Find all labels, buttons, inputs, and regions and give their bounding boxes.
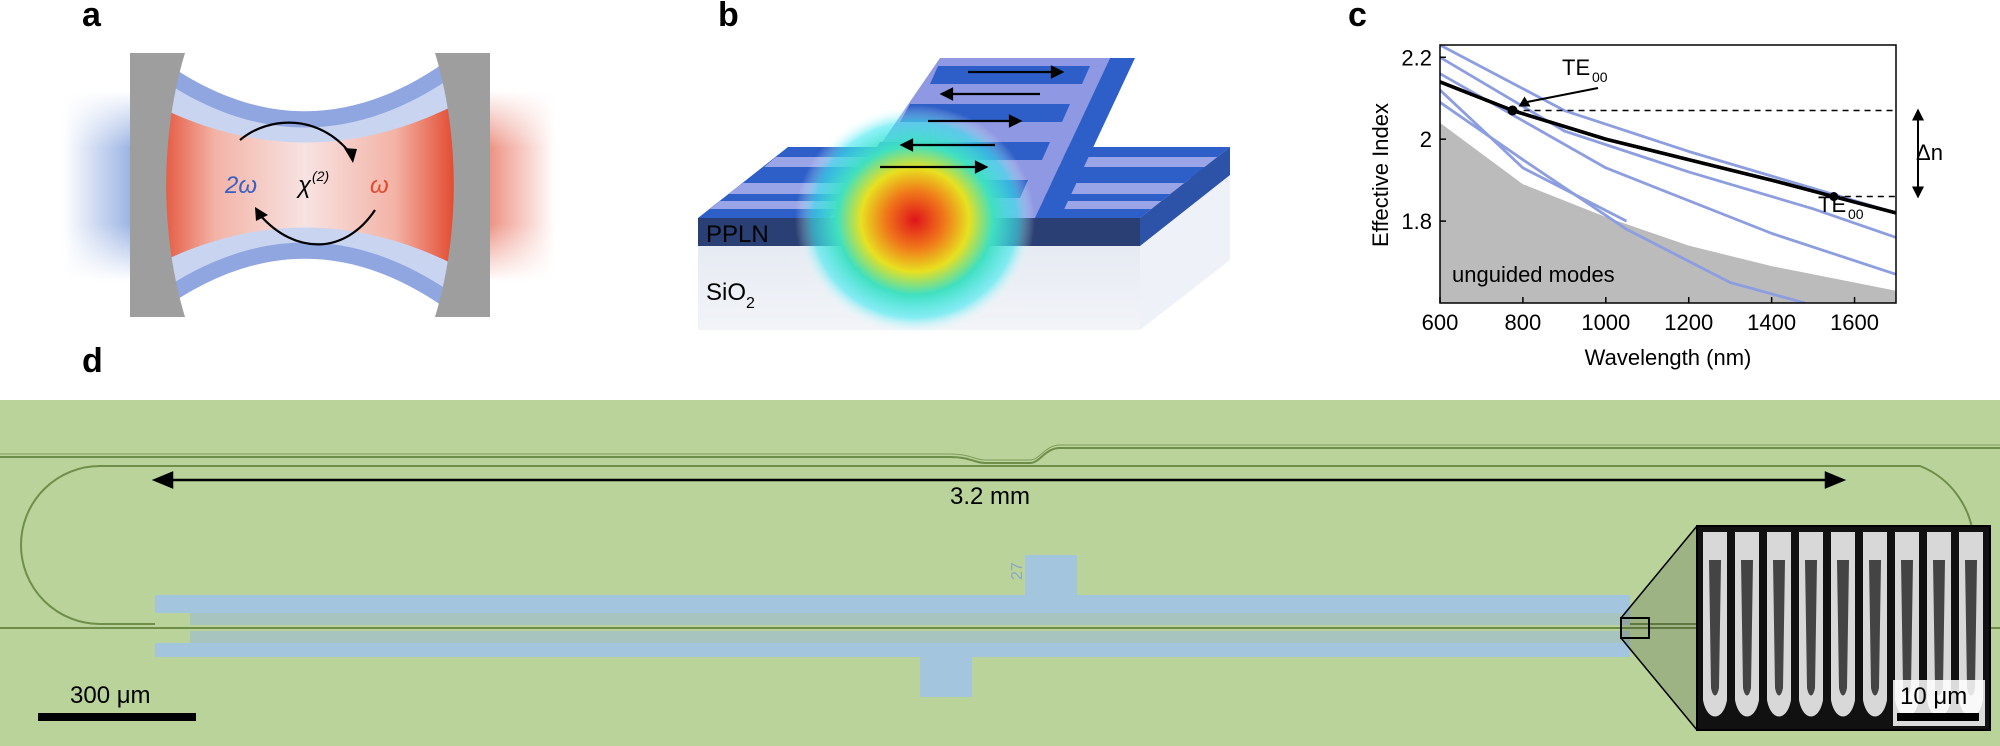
inset-finger-core [1837, 560, 1849, 696]
series-higher-order-mode-1 [1440, 45, 1896, 215]
arrow-te00-upper-head [1518, 96, 1531, 107]
delta-n-arrow-bottom [1912, 186, 1924, 199]
series-higher-order-mode-4 [1440, 89, 1628, 223]
panel-c-chart: 600 800 1000 1200 1400 1600 2.2 2 1.8 Effective … [1368, 44, 1943, 370]
x-tick-label: 1000 [1581, 310, 1630, 335]
unguided-region [1440, 122, 1896, 303]
series-higher-order-mode-5 [1440, 101, 1806, 303]
chip-mark-27: 27 [1009, 562, 1026, 580]
annotation-te00-upper: TE [1562, 55, 1590, 80]
y-tick-label: 1.8 [1401, 209, 1432, 234]
x-tick-label: 800 [1505, 310, 1542, 335]
inset-finger-core [1805, 560, 1817, 696]
y-tick-label: 2.2 [1401, 45, 1432, 70]
label-chi2: χ [296, 172, 312, 199]
annotation-te00-lower-subscript: 00 [1848, 206, 1864, 222]
x-tick-label: 1600 [1830, 310, 1879, 335]
label-sio2-subscript: 2 [746, 295, 755, 312]
label-chi2-superscript: (2) [312, 168, 329, 184]
inset-finger-core [1965, 560, 1977, 696]
series-higher-order-mode-3 [1440, 72, 1896, 276]
inset-finger-core [1901, 560, 1913, 696]
length-label: 3.2 mm [950, 483, 1030, 510]
label-2omega: 2ω [224, 172, 257, 199]
inset-finger-core [1933, 560, 1945, 696]
scalebar-main [38, 713, 196, 721]
x-tick-label: 600 [1422, 310, 1459, 335]
annotation-te00-lower: TE [1818, 192, 1846, 217]
label-sio2: SiO [706, 279, 746, 306]
panel-label-d: d [82, 342, 103, 380]
y-axis-label: Effective Index [1368, 103, 1393, 247]
inset-finger-core [1773, 560, 1785, 696]
inset-finger-core [1869, 560, 1881, 696]
annotation-te00-upper-subscript: 00 [1592, 69, 1608, 85]
x-tick-label: 1200 [1664, 310, 1713, 335]
arrow-te00-upper [1524, 87, 1599, 104]
y-tick-label: 2 [1420, 127, 1432, 152]
panel-label-b: b [718, 0, 739, 34]
inset-finger-core [1741, 560, 1753, 696]
label-ppln: PPLN [706, 221, 769, 248]
scalebar-main-label: 300 μm [70, 682, 151, 709]
label-omega: ω [370, 172, 389, 199]
point-te00-upper [1507, 105, 1518, 116]
panel-label-c: c [1348, 0, 1367, 34]
annotation-delta-n: Δn [1916, 140, 1943, 165]
chart-c-content: 600 800 1000 1200 1400 1600 2.2 2 1.8 [1401, 44, 1924, 335]
x-tick-label: 1400 [1747, 310, 1796, 335]
panel-label-a: a [82, 0, 101, 34]
panel-b-waveguide: PPLN SiO 2 [698, 58, 1230, 335]
panel-a-cavity: 2ω χ (2) ω [63, 53, 555, 317]
scalebar-inset-label: 10 μm [1900, 683, 1967, 710]
delta-n-arrow-top [1912, 108, 1924, 121]
panel-d-chip: 27 3.2 mm 300 μm 10 μm [0, 400, 2000, 746]
x-axis-label: Wavelength (nm) [1585, 345, 1752, 370]
inset-finger-core [1709, 560, 1721, 696]
point-te00-lower [1829, 192, 1839, 202]
annotation-unguided-modes: unguided modes [1452, 262, 1615, 287]
plot-frame [1439, 44, 1897, 304]
